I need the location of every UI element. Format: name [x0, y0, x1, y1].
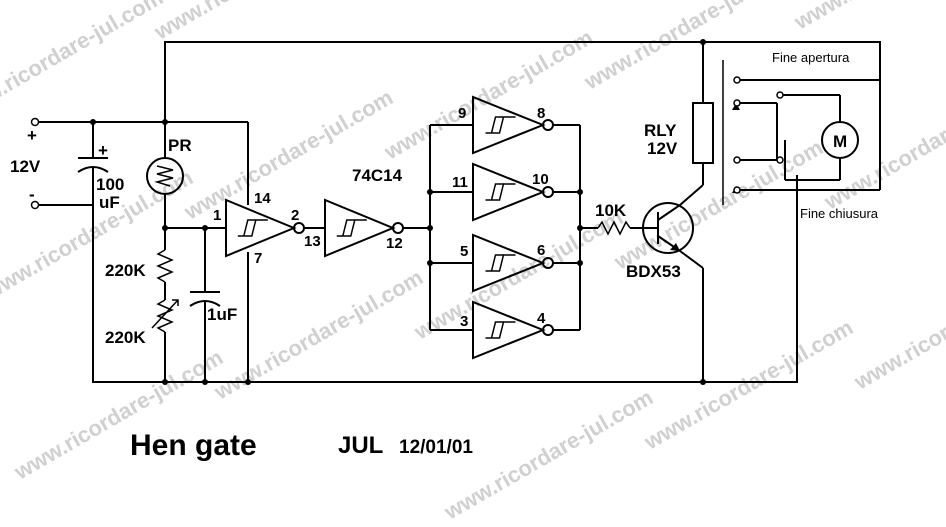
- ic-name-label: 74C14: [352, 166, 403, 185]
- photoresistor-label: PR: [168, 136, 192, 155]
- watermark-text: www.ricordare-jul.com: [849, 254, 946, 394]
- pin-g1-gnd: 7: [254, 250, 262, 267]
- watermark-text: www.ricordare-jul.com: [639, 314, 857, 454]
- pin-g2-in: 13: [304, 233, 321, 250]
- watermark-text: www.ricordare-jul.com: [179, 84, 397, 224]
- resistor-trim-label: 220K: [105, 328, 146, 347]
- watermark-text: www.ricordare-jul.com: [0, 0, 167, 125]
- pin-g6-out: 4: [537, 310, 546, 327]
- motor-label: M: [833, 132, 847, 151]
- pin-g1-in: 1: [213, 207, 221, 224]
- supply-voltage-label: 12V: [10, 157, 41, 176]
- watermark-text: www.ricordare-jul.com: [379, 24, 597, 164]
- gate-3: [472, 95, 554, 155]
- date-label: 12/01/01: [399, 437, 473, 458]
- resistor-10k-label: 10K: [595, 201, 627, 220]
- gate-1: [225, 198, 305, 258]
- watermark-text: www.ricordare-jul.com: [149, 0, 367, 45]
- gate-2: [324, 198, 404, 258]
- relay-name-label: RLY: [644, 121, 677, 140]
- author-label: JUL: [338, 432, 383, 459]
- cap-plus-label: +: [98, 141, 108, 160]
- supply-minus-label: -: [29, 185, 35, 204]
- pin-g3-out: 8: [537, 105, 545, 122]
- diagram-title: Hen gate: [130, 429, 257, 462]
- pin-g5-in: 5: [460, 243, 468, 260]
- pin-g1-out: 2: [291, 207, 299, 224]
- cap-1uf-label: 1uF: [207, 305, 237, 324]
- pin-g6-in: 3: [460, 313, 468, 330]
- watermark-text: www.ricordare-jul.com: [609, 134, 827, 274]
- pin-g4-out: 10: [532, 171, 549, 188]
- pin-g1-vcc: 14: [254, 190, 271, 207]
- resistor-fixed-label: 220K: [105, 261, 146, 280]
- gate-6: [472, 300, 554, 360]
- limit-close-label: Fine chiusura: [800, 206, 879, 221]
- schmitt-inverter-gates: [225, 95, 554, 360]
- gate-5: [472, 233, 554, 293]
- relay-voltage-label: 12V: [647, 139, 678, 158]
- pin-g3-in: 9: [458, 105, 466, 122]
- transistor-label: BDX53: [626, 262, 681, 281]
- junction-dots: [30, 39, 784, 385]
- wiring: [35, 41, 881, 383]
- watermark-text: www.ricordare-jul.com: [789, 0, 946, 35]
- gate-4: [472, 162, 554, 222]
- limit-open-label: Fine apertura: [772, 50, 850, 65]
- cap-100-unit: uF: [99, 193, 120, 212]
- watermark-text: www.ricordare-jul.com: [409, 204, 627, 344]
- pin-g5-out: 6: [537, 242, 545, 259]
- cap-100-value: 100: [96, 175, 124, 194]
- watermark-text: www.ricordare-jul.com: [209, 264, 427, 404]
- pin-g4-in: 11: [452, 174, 468, 191]
- pin-g2-out: 12: [386, 235, 403, 252]
- watermark-text: www.ricordare-jul.com: [9, 344, 227, 484]
- supply-plus-label: +: [27, 126, 37, 145]
